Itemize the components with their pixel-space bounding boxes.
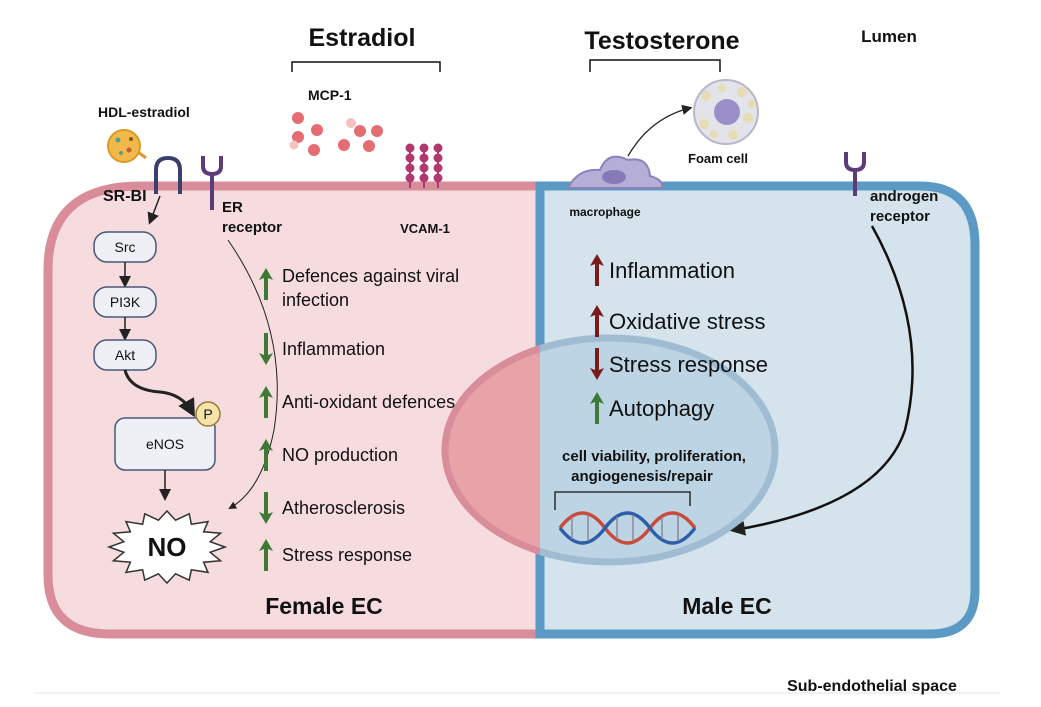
male-ec-title: Male EC [682,593,771,619]
sr-bi-label: SR-BI [103,188,147,205]
er-to-no-arrow [227,239,278,509]
up-arrow-icon [259,268,273,300]
androgen-to-dna-arrow [730,225,914,536]
macrophage-to-foam-arrow [627,104,693,157]
androgen-receptor-icon [844,152,866,196]
down-arrow-icon [259,492,273,524]
pathway-node-pi3k: PI3K [93,286,157,318]
up-arrow-icon [259,539,273,571]
pathway-node-akt: Akt [93,339,157,371]
macrophage-label: macrophage [569,205,641,219]
up-arrow-icon [590,305,604,337]
foam-cell-icon [693,79,759,145]
down-arrow-icon [590,348,604,380]
sr-bi-receptor-icon [154,155,182,194]
svg-text:Src: Src [115,239,136,255]
pathway-node-enos: eNOS [114,417,216,471]
up-arrow-icon [259,386,273,418]
hdl-estradiol-label: HDL-estradiol [98,104,190,120]
akt-to-enos-arrow [123,369,195,418]
mcp1-particles [289,112,383,156]
hdl-particle-icon [107,129,147,163]
testosterone-bracket [589,59,721,72]
female-effect-label: infection [282,290,349,310]
female-effects-list: Defences against viral infectionInflammat… [259,266,459,571]
up-arrow-icon [259,439,273,471]
er-receptor-label-line2: receptor [222,219,282,236]
female-effect-label: Inflammation [282,339,385,359]
mcp1-label: MCP-1 [308,87,352,103]
male-effect-label: Stress response [609,352,768,377]
svg-text:PI3K: PI3K [110,294,141,310]
female-effect-label: NO production [282,445,398,465]
lumen-label: Lumen [861,27,917,46]
male-effect-label: Inflammation [609,258,735,283]
nucleus-text-line1: cell viability, proliferation, [562,448,746,465]
up-arrow-icon [590,392,604,424]
male-effect-label: Autophagy [609,396,714,421]
dna-helix-icon [558,511,697,545]
macrophage-icon [566,155,664,189]
female-ec-title: Female EC [265,593,383,619]
vcam1-label: VCAM-1 [400,221,450,236]
gene-bracket [554,491,691,510]
testosterone-title: Testosterone [584,27,739,55]
no-starburst: NO [106,509,228,585]
svg-text:eNOS: eNOS [146,436,184,452]
up-arrow-icon [590,254,604,286]
er-receptor-icon [201,156,223,210]
er-receptor-label-line1: ER [222,199,243,216]
androgen-receptor-label-line1: androgen [870,188,938,205]
svg-text:NO: NO [148,532,187,562]
svg-text:P: P [203,406,212,422]
nucleus-text-line2: angiogenesis/repair [571,468,713,485]
vcam1-icon [405,143,443,188]
svg-text:Akt: Akt [115,347,135,363]
phosphate-badge: P [195,401,221,427]
sub-endothelial-label: Sub-endothelial space [787,678,957,695]
female-effect-label: Stress response [282,545,412,565]
estradiol-title: Estradiol [309,24,416,52]
female-effect-label: Atherosclerosis [282,498,405,518]
down-arrow-icon [259,333,273,365]
foam-cell-label: Foam cell [688,151,748,166]
sr-bi-to-src-arrow [147,195,161,225]
female-effect-label: Defences against viral [282,266,459,286]
male-effect-label: Oxidative stress [609,309,766,334]
androgen-receptor-label-line2: receptor [870,208,930,225]
female-effect-label: Anti-oxidant defences [282,392,455,412]
estradiol-bracket [291,61,441,72]
nucleus [441,334,779,566]
pathway-node-src: Src [93,231,157,263]
